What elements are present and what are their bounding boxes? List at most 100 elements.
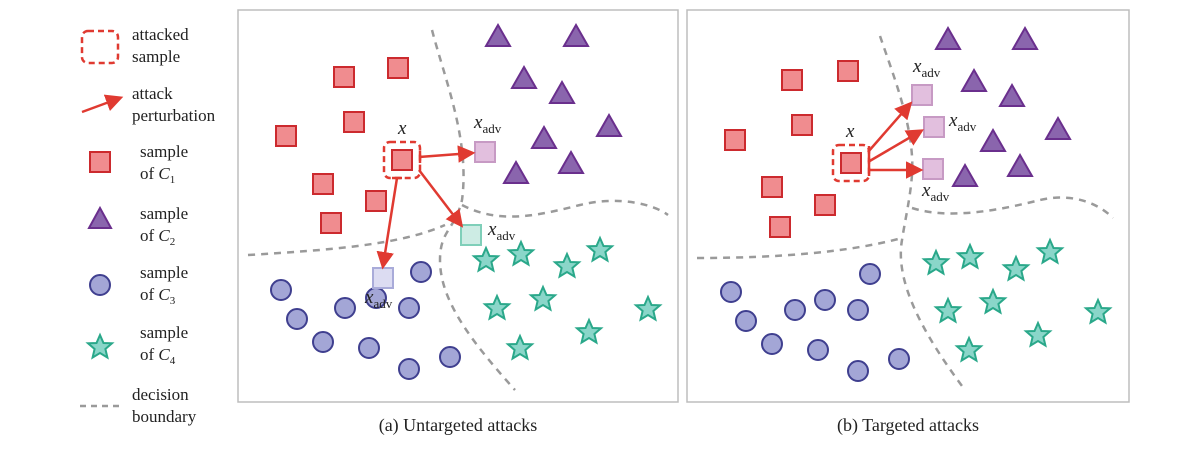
adv-sample-c2 [911, 84, 933, 106]
class3-legend-circle [89, 274, 111, 296]
c4-star [530, 286, 556, 311]
c3-circle [398, 297, 420, 319]
attacked-sample-legend-icon [80, 29, 120, 65]
adv-sample-c4 [460, 224, 482, 246]
c2-triangle [484, 22, 512, 47]
legend-attack-line1: attack [132, 84, 173, 103]
legend: attacked sample attack perturbation samp… [80, 25, 216, 426]
x-label: x [845, 121, 855, 142]
c3-circle [334, 297, 356, 319]
c4-star [554, 253, 580, 278]
c3-circle [439, 346, 461, 368]
c1-square [769, 216, 791, 238]
panel-a-class2 [484, 22, 623, 184]
legend-c1-line1: sample [140, 142, 188, 161]
legend-c3-line1: sample [140, 263, 188, 282]
c2-triangle [595, 112, 623, 137]
class2-legend-triangle [87, 205, 113, 229]
c3-circle [410, 261, 432, 283]
c2-triangle [562, 22, 590, 47]
boundary-a-2 [247, 223, 446, 257]
adv-sample-c2 [923, 116, 945, 138]
panel-a-class4 [473, 237, 661, 360]
perturbation-arrow [376, 177, 399, 270]
legend-boundary-line1: decision [132, 385, 189, 404]
attack-perturbation-legend-arrow [81, 94, 124, 114]
boundary-b-3 [911, 196, 1114, 219]
c2-triangle [502, 159, 530, 184]
c1-square [275, 125, 297, 147]
c1-square [343, 111, 365, 133]
adv-sample-c3 [372, 267, 394, 289]
c4-star [957, 244, 983, 269]
attacked-sample [840, 152, 862, 174]
c4-star [507, 335, 533, 360]
c2-triangle [934, 25, 962, 50]
panel-a-class3 [270, 261, 461, 380]
c1-square [791, 114, 813, 136]
caption-b: (b) Targeted attacks [837, 415, 979, 436]
panel-untargeted: x [237, 9, 679, 436]
legend-c4-line2: of C4 [140, 345, 176, 367]
c3-circle [735, 310, 757, 332]
c4-star [923, 250, 949, 275]
legend-c3-line2: of C3 [140, 285, 176, 307]
c3-circle [859, 263, 881, 285]
legend-c2-line1: sample [140, 204, 188, 223]
c1-square [387, 57, 409, 79]
c4-star [473, 247, 499, 272]
c4-star [576, 319, 602, 344]
panel-a-decision-boundaries [247, 29, 669, 391]
c2-triangle [557, 149, 585, 174]
c3-circle [847, 299, 869, 321]
panel-a-perturbations [376, 145, 476, 270]
c3-circle [761, 333, 783, 355]
adv-sample-c2 [474, 141, 496, 163]
xadv-label: xadv [487, 219, 516, 243]
legend-c4-line1: sample [140, 323, 188, 342]
c4-star [1025, 322, 1051, 347]
c2-triangle [510, 64, 538, 89]
caption-a: (a) Untargeted attacks [379, 415, 538, 436]
x-label: x [397, 118, 407, 139]
boundary-a-1 [430, 29, 516, 391]
perturbation-arrow [867, 101, 913, 153]
c1-square [837, 60, 859, 82]
c3-circle [847, 360, 869, 382]
c4-star [980, 289, 1006, 314]
panel-b-class3 [720, 263, 910, 382]
c4-star [935, 298, 961, 323]
panel-b-class2 [934, 25, 1072, 187]
c3-circle [398, 358, 420, 380]
class1-legend-square [89, 151, 111, 173]
c3-circle [888, 348, 910, 370]
legend-attacked-line1: attacked [132, 25, 189, 44]
c3-circle [270, 279, 292, 301]
panel-b-class4 [923, 239, 1111, 362]
c1-square [365, 190, 387, 212]
perturbation-arrow [418, 169, 464, 228]
c1-square [320, 212, 342, 234]
attacked-sample [391, 149, 413, 171]
c1-square [781, 69, 803, 91]
class4-legend-star [87, 334, 113, 359]
c2-triangle [548, 79, 576, 104]
legend-c2-line2: of C2 [140, 226, 175, 248]
legend-attack-line2: perturbation [132, 106, 216, 125]
xadv-label: xadv [364, 287, 393, 311]
c2-triangle [1011, 25, 1039, 50]
c3-circle [814, 289, 836, 311]
perturbation-arrow [418, 145, 476, 163]
panel-b-class1 [724, 60, 859, 238]
c2-triangle [960, 67, 988, 92]
boundary-b-2 [696, 236, 903, 260]
c1-square [724, 129, 746, 151]
c1-square [761, 176, 783, 198]
panel-a-class1 [275, 57, 409, 234]
c2-triangle [951, 162, 979, 187]
c1-square [333, 66, 355, 88]
xadv-label: xadv [921, 180, 950, 204]
c3-circle [312, 331, 334, 353]
panel-b-perturbations [867, 101, 925, 179]
